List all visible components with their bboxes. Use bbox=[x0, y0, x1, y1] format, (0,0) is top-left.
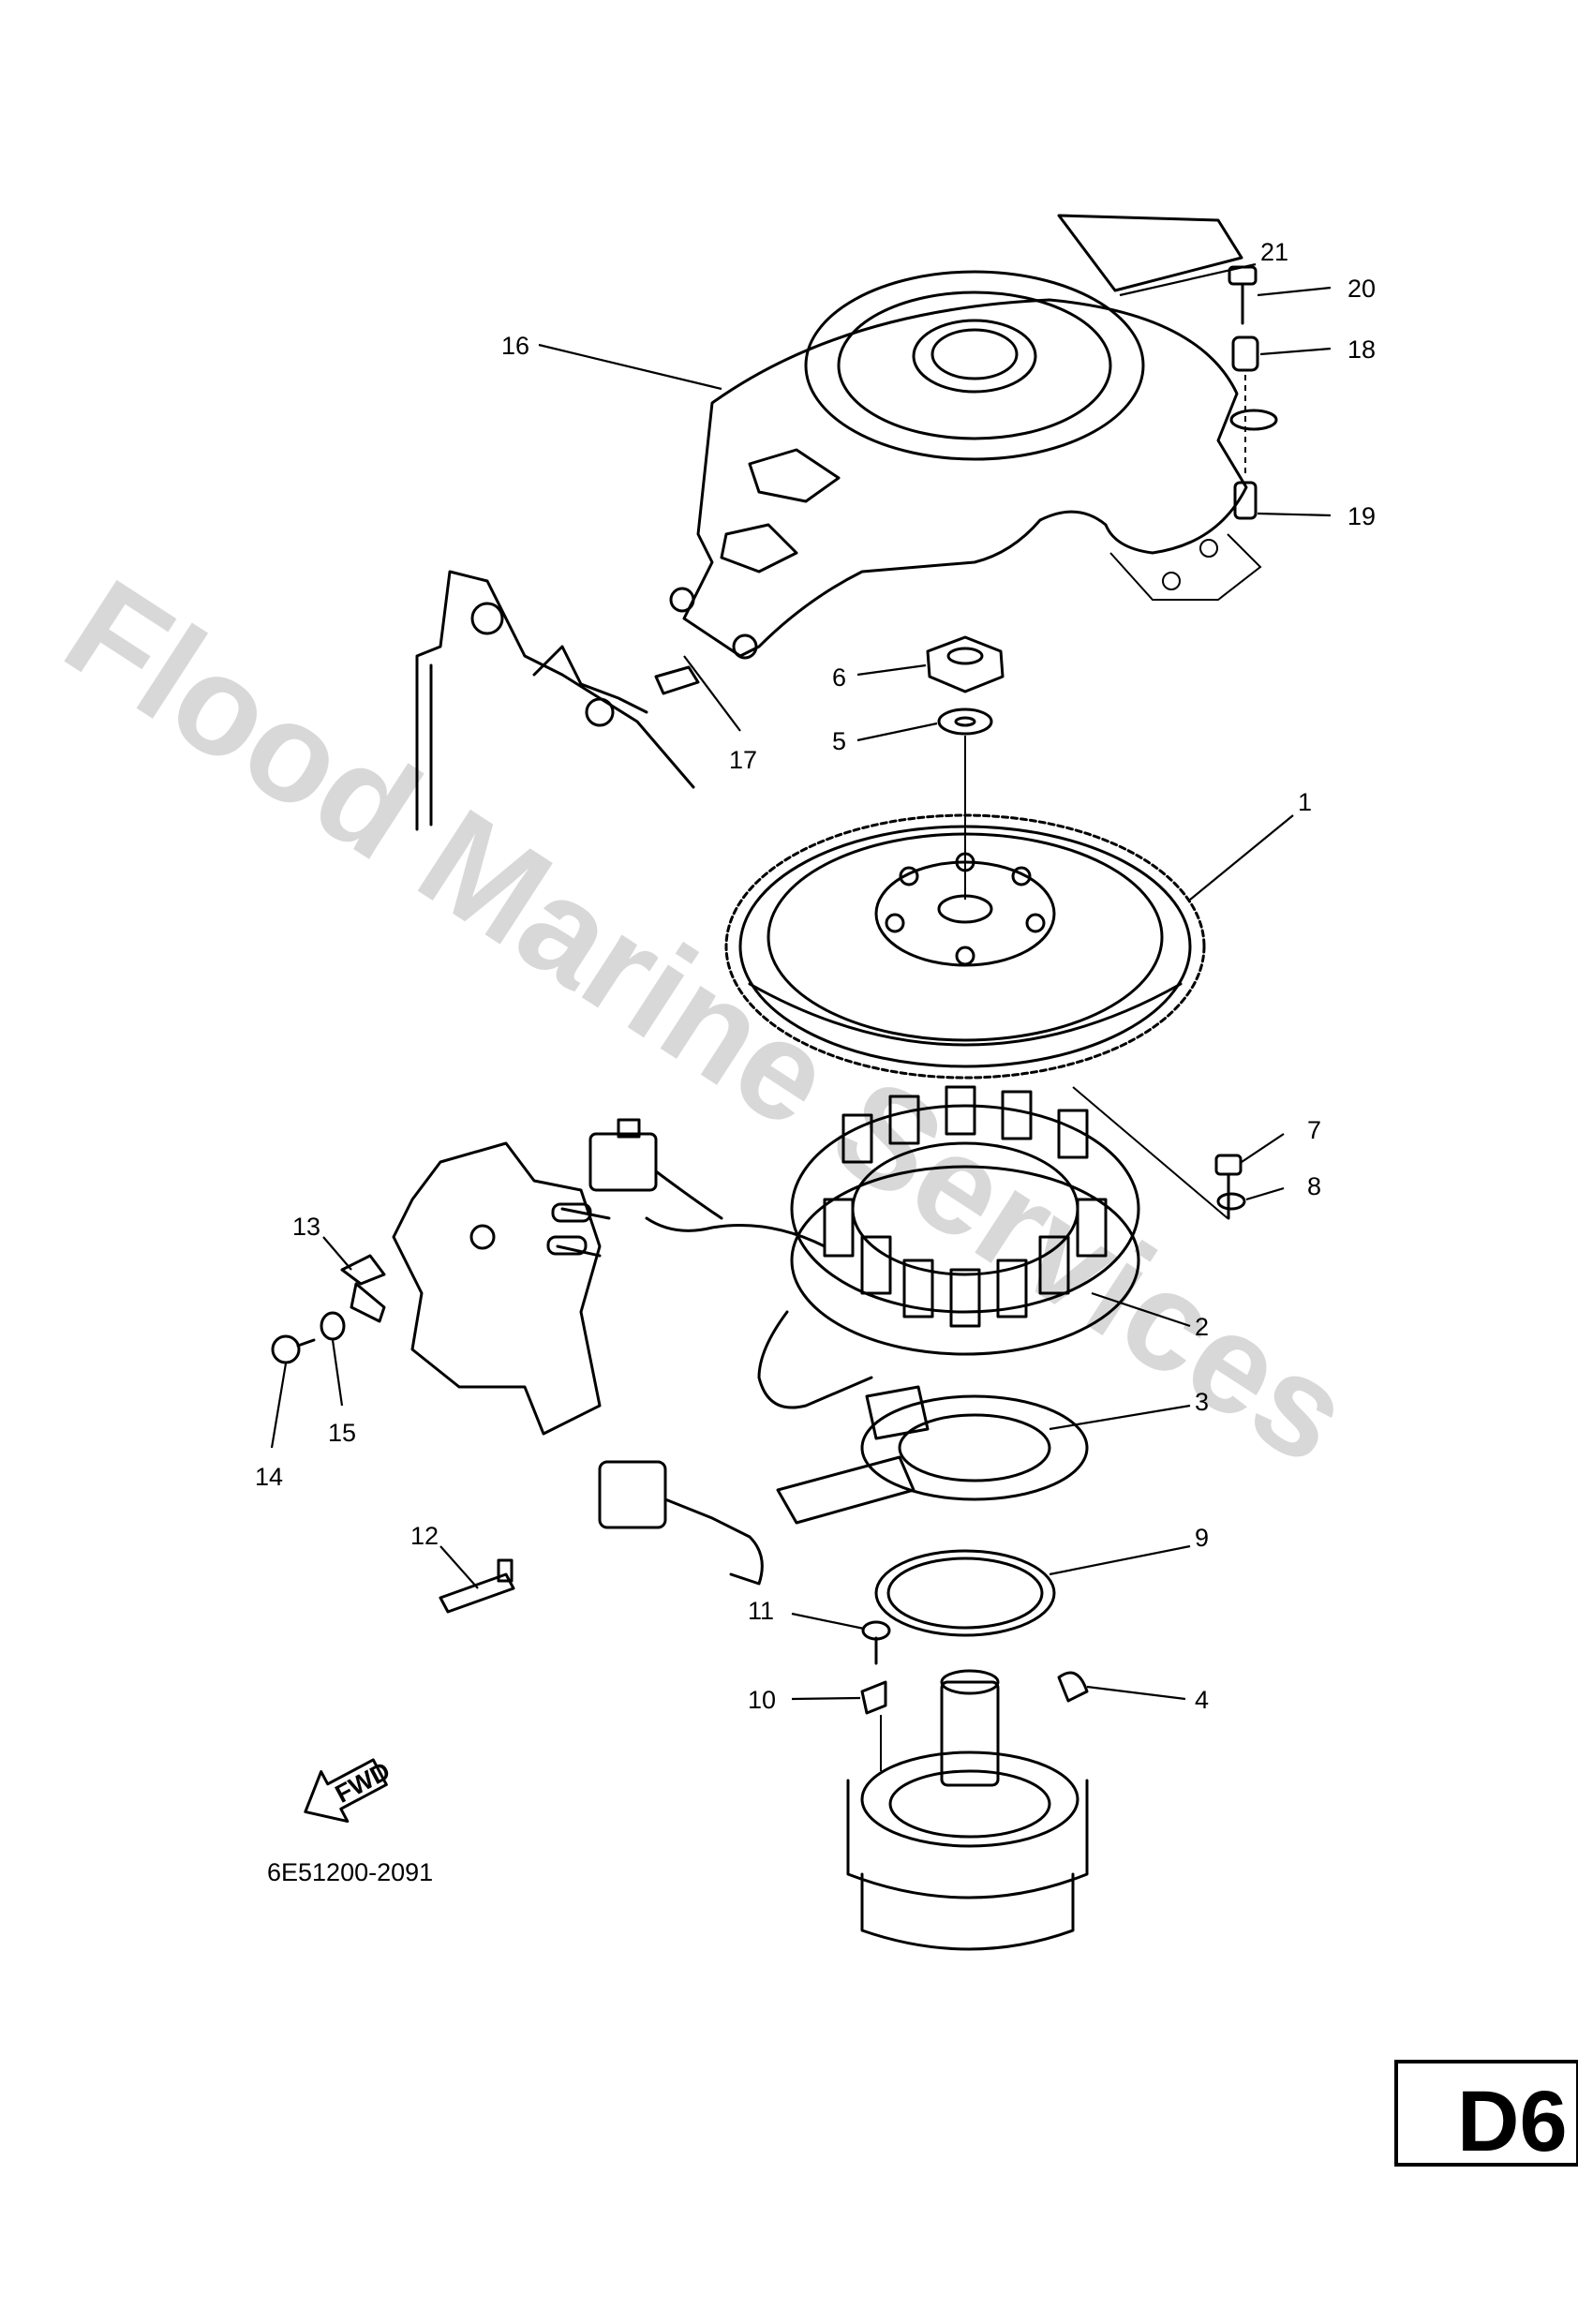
stator bbox=[790, 1085, 1140, 1356]
snap-ring bbox=[874, 1549, 1056, 1637]
crankcase-fragment bbox=[392, 1141, 602, 1436]
callout-20: 20 bbox=[1347, 275, 1376, 303]
clip-13 bbox=[340, 1254, 386, 1323]
bolt-7 bbox=[1214, 1154, 1243, 1220]
callout-14: 14 bbox=[255, 1463, 283, 1491]
diagram-code: 6E51200-2091 bbox=[267, 1858, 433, 1886]
callout-18: 18 bbox=[1347, 335, 1376, 364]
callout-1: 1 bbox=[1298, 788, 1312, 816]
callout-16: 16 bbox=[501, 332, 529, 360]
callout-6: 6 bbox=[832, 663, 846, 692]
callout-2: 2 bbox=[1195, 1313, 1209, 1341]
callout-13: 13 bbox=[292, 1213, 320, 1241]
page-tag-label: D6 bbox=[1457, 2074, 1568, 2169]
callout-11: 11 bbox=[748, 1597, 774, 1625]
callout-12: 12 bbox=[410, 1522, 439, 1550]
callout-8: 8 bbox=[1307, 1172, 1321, 1200]
clip-10 bbox=[860, 1680, 887, 1715]
grommet-bolt-stack bbox=[1228, 265, 1278, 520]
callout-9: 9 bbox=[1195, 1524, 1209, 1552]
callout-19: 19 bbox=[1347, 502, 1376, 530]
crankshaft-base bbox=[846, 1669, 1089, 1951]
callout-10: 10 bbox=[748, 1686, 776, 1714]
watermark: Flood Marine Services bbox=[40, 549, 1377, 1494]
pulser-coil-plate bbox=[598, 1385, 1089, 1586]
washer-8 bbox=[1216, 1192, 1246, 1211]
callout-21: 21 bbox=[1260, 238, 1288, 266]
washer-15 bbox=[320, 1311, 346, 1341]
screw-11 bbox=[861, 1620, 891, 1665]
page-tag: D6 bbox=[1394, 2060, 1578, 2169]
callout-5: 5 bbox=[832, 727, 846, 755]
callout-4: 4 bbox=[1195, 1686, 1209, 1714]
plate-12 bbox=[439, 1558, 515, 1614]
callout-17: 17 bbox=[729, 746, 757, 774]
woodruff-key bbox=[1057, 1671, 1089, 1703]
callout-3: 3 bbox=[1195, 1388, 1209, 1416]
fwd-arrow-icon: FWD bbox=[304, 1756, 394, 1824]
flywheel bbox=[724, 813, 1206, 1080]
flywheel-cover bbox=[669, 214, 1262, 660]
engine-block-fragment bbox=[415, 570, 700, 831]
callout-7: 7 bbox=[1307, 1116, 1321, 1144]
flywheel-nut bbox=[926, 635, 1005, 693]
callout-15: 15 bbox=[328, 1419, 356, 1447]
leader-lines bbox=[270, 262, 1332, 1701]
stator-harness bbox=[546, 1118, 873, 1409]
screw-14 bbox=[271, 1334, 316, 1364]
washer-5 bbox=[937, 708, 993, 736]
